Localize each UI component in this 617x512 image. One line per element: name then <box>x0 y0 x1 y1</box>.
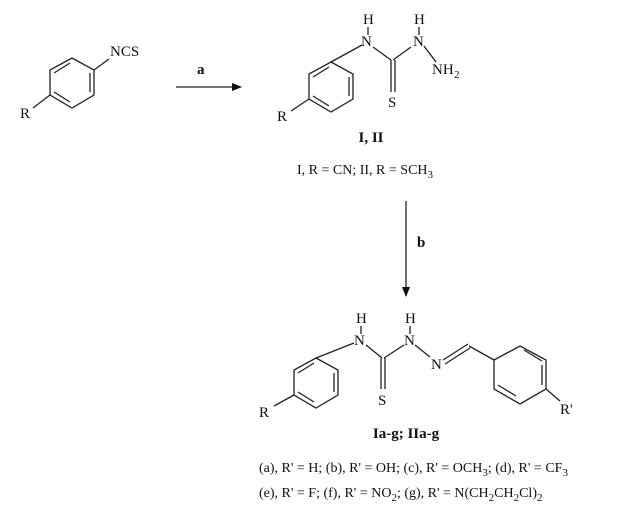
n1-label: N <box>361 34 372 50</box>
benzene-ring-1 <box>49 57 95 109</box>
arrow-b: b <box>402 201 425 297</box>
r-label-3: R <box>259 405 269 421</box>
starting-material: NCS R <box>20 44 139 122</box>
arrow-a-label: a <box>197 62 205 78</box>
h2-label: H <box>414 12 425 28</box>
r-label-2: R <box>277 109 287 125</box>
substituent-line-2: (e), R' = F; (f), R' = NO2; (g), R' = N(… <box>259 486 542 504</box>
s1-label: S <box>388 95 396 111</box>
intermediate-definition: I, R = CN; II, R = SCH3 <box>297 163 434 181</box>
nh-sub: 2 <box>454 69 460 81</box>
intermediate-structure: R N H S N H NH 2 <box>277 12 460 125</box>
product-label: Ia-g; IIa-g <box>373 426 440 442</box>
r-prime-label: R' <box>560 402 573 418</box>
r-label: R <box>20 106 30 122</box>
h4-label: H <box>405 311 416 327</box>
n3-label: N <box>354 333 365 349</box>
benzene-ring-4 <box>493 345 547 405</box>
s2-label: S <box>378 393 386 409</box>
n5-label: N <box>431 357 442 373</box>
intermediate-label: I, II <box>358 130 383 146</box>
ncs-label: NCS <box>110 44 139 60</box>
arrow-a: a <box>176 62 242 91</box>
h1-label: H <box>363 12 374 28</box>
n4-label: N <box>404 333 415 349</box>
n2-label: N <box>413 34 424 50</box>
substituent-line-1: (a), R' = H; (b), R' = OH; (c), R' = OCH… <box>259 461 568 479</box>
arrow-b-label: b <box>417 235 425 251</box>
benzene-ring-3 <box>293 357 339 409</box>
nh-label: NH <box>432 62 454 78</box>
benzene-ring-2 <box>308 61 354 113</box>
h3-label: H <box>356 311 367 327</box>
product-structure: R N H S N H N R' <box>259 311 573 421</box>
